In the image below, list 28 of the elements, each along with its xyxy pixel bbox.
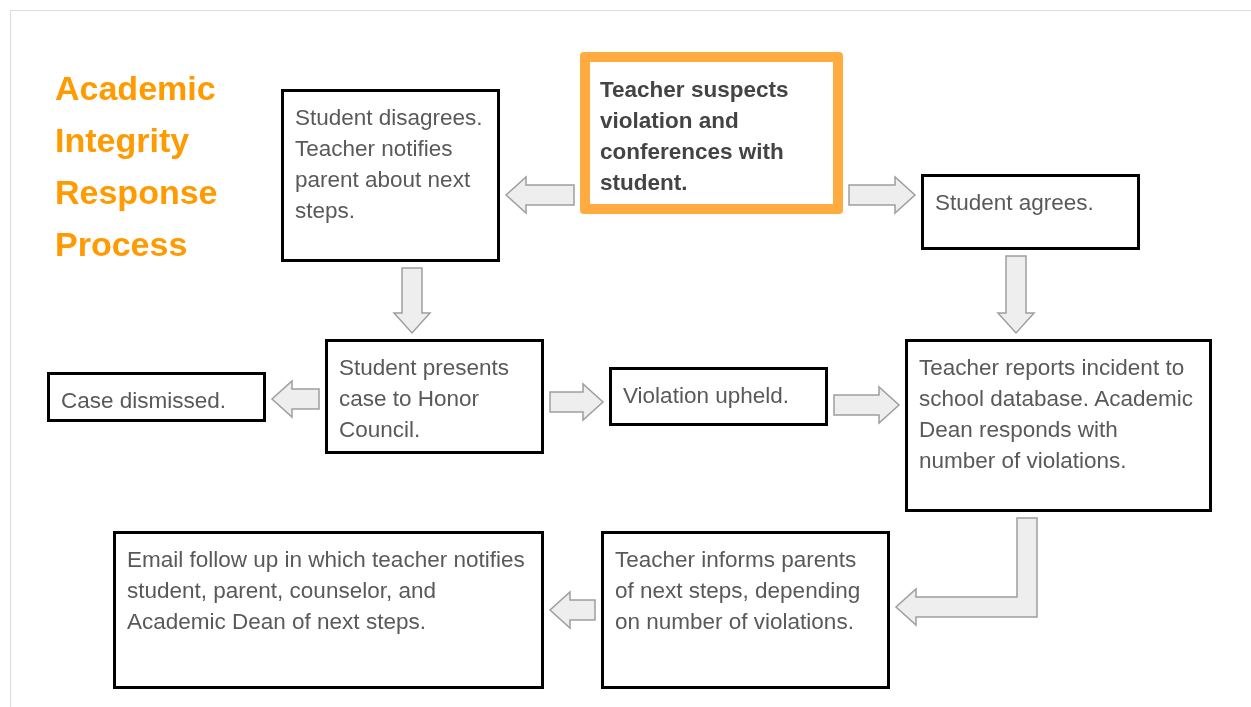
process-box <box>47 372 266 422</box>
box-text: Teacher reports incident to school database. Academic Dean responds with number of violations. <box>919 354 1194 475</box>
process-box <box>113 531 544 689</box>
block-arrow <box>996 255 1036 335</box>
box-text: Student disagrees. Teacher notifies parent about next steps. <box>295 104 484 225</box>
process-box <box>281 89 500 262</box>
process-box <box>921 174 1140 250</box>
process-box <box>580 52 843 214</box>
block-arrow <box>833 385 901 425</box>
box-text: Teacher informs parents of next steps, depending on number of violations. <box>615 546 862 636</box>
block-arrow <box>848 175 917 215</box>
block-arrow <box>504 175 575 215</box>
block-arrow <box>894 517 1038 627</box>
diagram-title: Academic Integrity Response Process <box>55 68 219 265</box>
block-arrow <box>270 379 320 419</box>
process-box <box>609 367 828 426</box>
box-text: Case dismissed. <box>61 387 228 415</box>
block-arrow <box>392 267 432 335</box>
box-text: Student presents case to Honor Council. <box>339 354 511 444</box>
process-box <box>325 339 544 454</box>
box-text: Student agrees. <box>935 189 1095 217</box>
process-box <box>601 531 890 689</box>
block-arrow <box>548 590 596 630</box>
box-text: Teacher suspects violation and conferences with student. <box>600 76 790 197</box>
box-text: Email follow up in which teacher notifies student, parent, counselor, and Academic Dean of next steps. <box>127 546 526 636</box>
process-box <box>905 339 1212 512</box>
box-text: Violation upheld. <box>623 382 790 410</box>
block-arrow <box>549 382 605 422</box>
